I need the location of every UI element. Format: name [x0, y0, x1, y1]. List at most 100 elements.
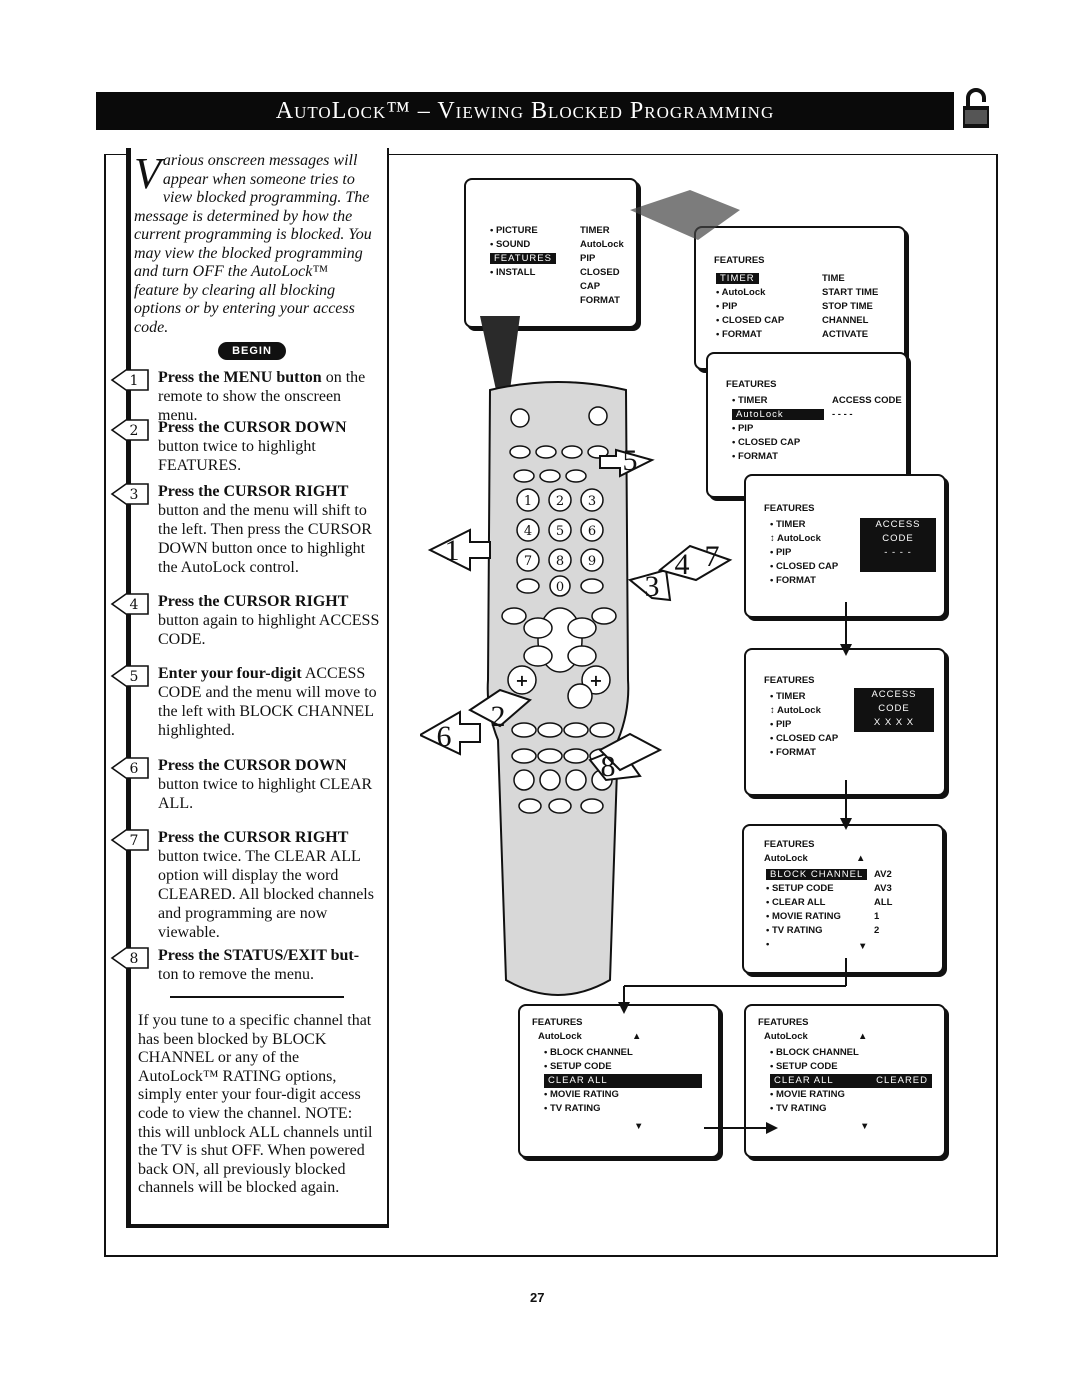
item-format: FORMAT: [775, 747, 816, 758]
svg-text:4: 4: [524, 524, 532, 539]
step-number-icon: 1: [110, 368, 150, 391]
item-closed-cap: CLOSED CAP: [775, 561, 839, 572]
menu-item-sound: SOUND: [495, 239, 531, 250]
item-autolock: AutoLock: [721, 287, 766, 298]
features-left: • TIMER AutoLock • PIP • CLOSED CAP • FO…: [732, 394, 824, 464]
item-movie-rating: MOVIE RATING: [775, 1089, 845, 1100]
menu-item-timer: TIMER: [580, 225, 610, 236]
callout-8: 8: [601, 750, 616, 783]
step-number-icon: 7: [110, 828, 150, 851]
autolock-values: AV2 AV3 ALL 1 2: [874, 868, 892, 938]
item-closed-cap: CLOSED CAP: [737, 437, 801, 448]
access-code-value: - - - -: [884, 547, 912, 558]
svg-text:1: 1: [524, 494, 532, 509]
page-number: 27: [530, 1290, 545, 1305]
screen-title: FEATURES: [764, 675, 815, 686]
item-pip: PIP: [721, 301, 738, 312]
svg-text:0: 0: [556, 580, 564, 595]
item-tv-rating: TV RATING: [771, 925, 823, 936]
menu-item-install: INSTALL: [495, 267, 536, 278]
step-lead: Press the CURSOR RIGHT: [158, 829, 349, 846]
access-code-value: - - - -: [832, 409, 853, 420]
step-lead: Press the CURSOR DOWN: [158, 419, 347, 436]
item-setup-code: SETUP CODE: [771, 883, 834, 894]
item-autolock-highlighted: AutoLock: [732, 409, 824, 420]
step-callouts: 1 2 3 4 5 6 7 8: [420, 444, 733, 783]
item-block-channel: BLOCK CHANNEL: [775, 1047, 859, 1058]
item-pip: PIP: [775, 547, 792, 558]
item-clear-all: CLEAR ALL: [771, 897, 826, 908]
screen-block-channel: FEATURES AutoLock ▲ BLOCK CHANNEL • SETU…: [742, 824, 944, 974]
svg-text:+: +: [589, 671, 602, 690]
step-body: button twice to highlight CLEAR ALL.: [158, 776, 373, 812]
item-pip: PIP: [775, 719, 792, 730]
svg-text:5: 5: [130, 669, 139, 685]
item-format: FORMAT: [775, 575, 816, 586]
autolock-options: BLOCK CHANNEL • SETUP CODE • CLEAR ALL •…: [766, 868, 868, 952]
menu-item-closed-cap: CLOSED CAP: [580, 267, 620, 292]
access-code-label: ACCESS CODE: [875, 519, 921, 544]
screen-access-code-entered: FEATURES • TIMER ↕ AutoLock • PIP • CLOS…: [744, 648, 946, 796]
callout-6: 6: [437, 720, 452, 753]
menu-right-column: TIMER AutoLock PIP CLOSED CAP FORMAT: [580, 224, 636, 308]
screen-title: FEATURES: [758, 1017, 809, 1028]
screen-title: FEATURES: [764, 839, 815, 850]
svg-text:4: 4: [130, 597, 139, 613]
screen-title: FEATURES: [714, 255, 765, 266]
step-1: 1 Press the MENU button on the remote to …: [110, 368, 380, 425]
svg-text:6: 6: [588, 524, 596, 539]
screen-title: FEATURES: [726, 379, 777, 390]
value-movie-rating: 1: [874, 911, 880, 922]
item-format: FORMAT: [721, 329, 762, 340]
item-timer: TIMER: [775, 691, 806, 702]
autolock-options: • BLOCK CHANNEL • SETUP CODE CLEAR ALL •…: [544, 1046, 702, 1116]
cleared-status: CLEARED: [848, 1074, 932, 1088]
lock-icon: [963, 88, 989, 128]
svg-text:1: 1: [130, 373, 139, 389]
access-code-box: ACCESS CODE - - - -: [860, 518, 936, 572]
access-code-value: X X X X: [873, 717, 915, 728]
item-setup-code: SETUP CODE: [549, 1061, 612, 1072]
step-body: on the remote to show the onscreen menu.: [158, 369, 366, 424]
timer-options: TIME START TIME STOP TIME CHANNEL ACTIVA…: [822, 272, 878, 342]
item-tv-rating: TV RATING: [775, 1103, 827, 1114]
screen-features-autolock: FEATURES • TIMER AutoLock • PIP • CLOSED…: [706, 352, 908, 498]
item-timer-highlighted: TIMER: [716, 273, 759, 284]
access-code-label: ACCESS CODE: [832, 395, 902, 406]
intro-text: arious onscreen messages will appear whe…: [134, 152, 372, 336]
access-code-column: ACCESS CODE - - - -: [832, 394, 902, 422]
svg-text:7: 7: [524, 554, 532, 569]
connector-arrows: [618, 602, 852, 1134]
value-setup-code: AV3: [874, 883, 892, 894]
value-clear-all: ALL: [874, 897, 893, 908]
svg-text:7: 7: [130, 833, 139, 849]
step-body: ton to remove the menu.: [158, 966, 314, 983]
signal-beam: [480, 190, 740, 390]
svg-text:8: 8: [130, 951, 139, 967]
step-number-icon: 3: [110, 482, 150, 505]
item-block-channel-highlighted: BLOCK CHANNEL: [766, 869, 868, 880]
value-block-channel: AV2: [874, 869, 892, 880]
features-left: TIMER • AutoLock • PIP • CLOSED CAP • FO…: [716, 273, 785, 340]
item-autolock: AutoLock: [777, 533, 821, 544]
scroll-down-icon: ▼: [860, 1121, 870, 1132]
item-closed-cap: CLOSED CAP: [775, 733, 839, 744]
scroll-down-icon: ▼: [634, 1121, 644, 1132]
menu-item-autolock: AutoLock: [580, 239, 624, 250]
step-lead: Press the CURSOR RIGHT: [158, 593, 349, 610]
callout-4: 4: [675, 548, 690, 581]
item-block-channel: BLOCK CHANNEL: [549, 1047, 633, 1058]
step-number-icon: 2: [110, 418, 150, 441]
item-movie-rating: MOVIE RATING: [549, 1089, 619, 1100]
screen-subtitle: AutoLock: [764, 1031, 808, 1042]
step-body: button twice to highlight FEATURES.: [158, 438, 316, 474]
menu-item-pip: PIP: [580, 253, 596, 264]
step-body: button twice. The CLEAR ALL option will …: [158, 848, 374, 941]
scroll-down-icon: ▼: [858, 941, 868, 952]
screen-subtitle: AutoLock: [538, 1031, 582, 1042]
callout-1: 1: [445, 534, 460, 567]
step-lead: Press the MENU button: [158, 369, 322, 386]
